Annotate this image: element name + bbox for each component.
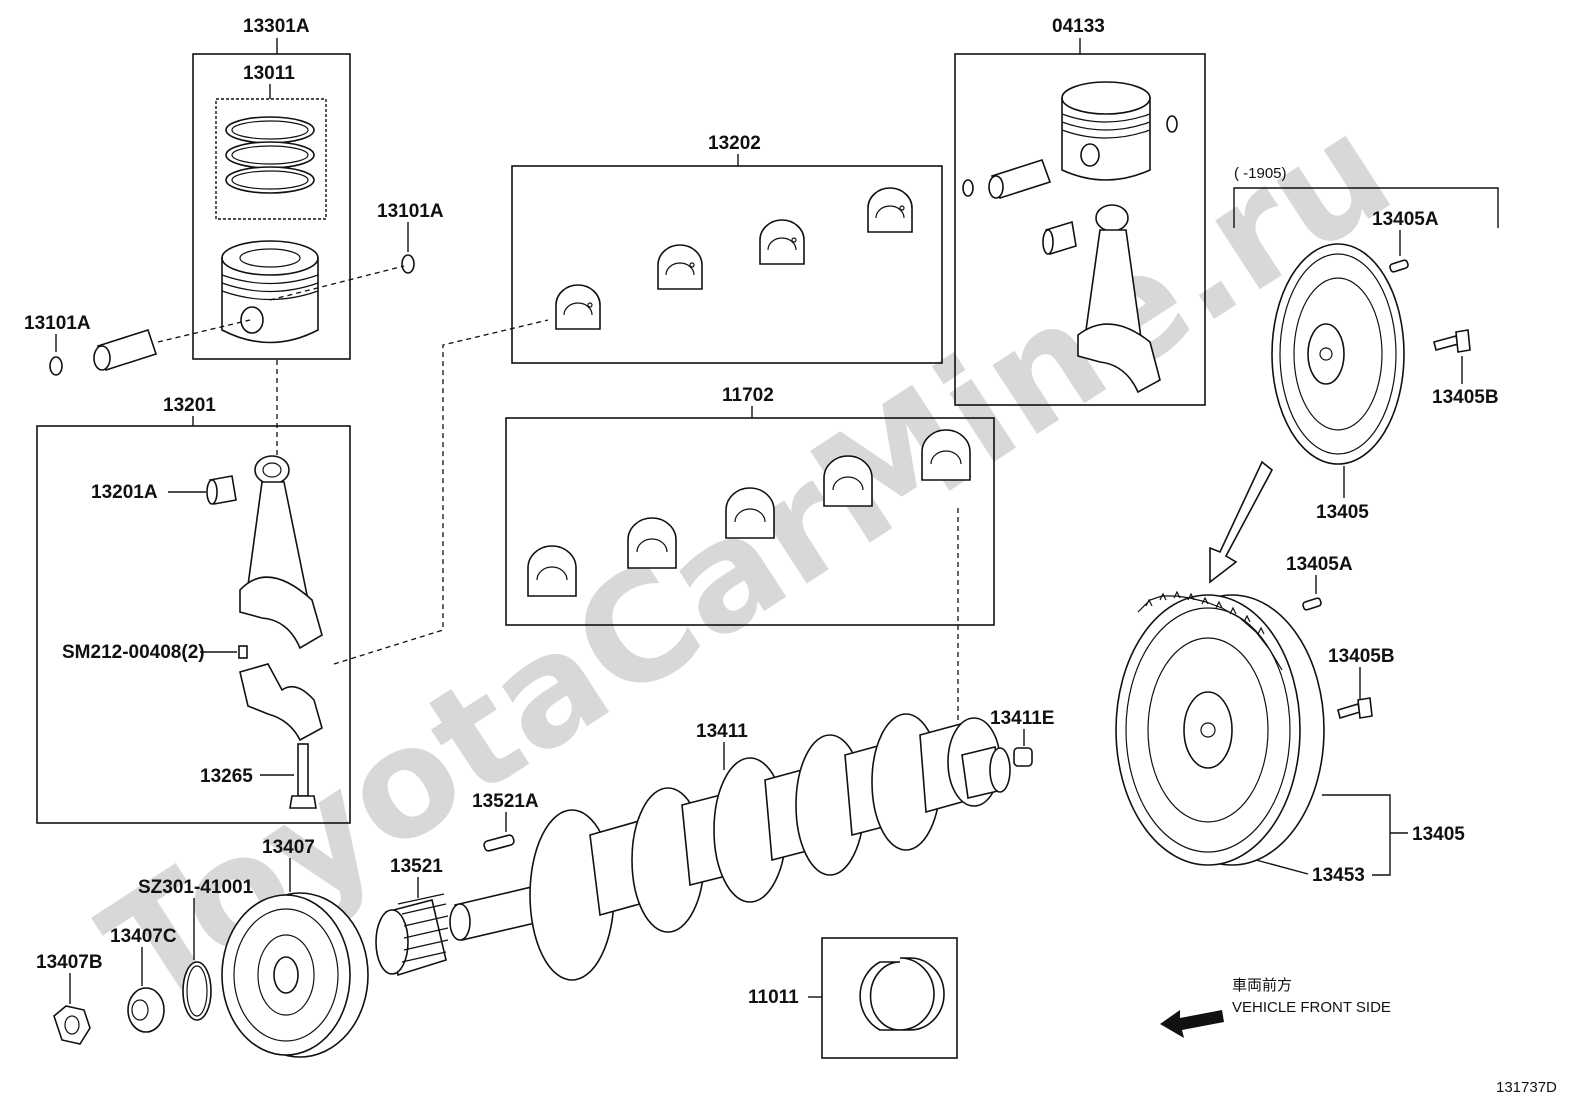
crank-gear-13521[interactable]: 13521 [375, 856, 449, 977]
label-13405A-bottom: 13405A [1286, 554, 1353, 575]
label-13405-top: 13405 [1316, 502, 1369, 523]
con-rod [239, 455, 323, 650]
label-13265: 13265 [200, 766, 253, 787]
label-13011: 13011 [243, 63, 295, 84]
figure-code: 131737D [1496, 1079, 1557, 1096]
label-13101A-left: 13101A [24, 313, 91, 334]
label-SM212-00408: SM212-00408(2) [62, 642, 205, 663]
label-SZ301-41001: SZ301-41001 [138, 877, 254, 898]
label-11702: 11702 [722, 385, 774, 406]
label-13201A: 13201A [91, 482, 158, 503]
bearing-shells-13202 [555, 187, 913, 330]
washer-13407C[interactable]: 13407C [110, 926, 177, 1033]
box-04133 [954, 53, 1206, 406]
label-13453: 13453 [1312, 865, 1365, 886]
arrow-left-icon [1160, 1010, 1224, 1038]
pilot-bushing-13411E[interactable]: 13411E [990, 708, 1054, 767]
label-13202: 13202 [708, 133, 761, 154]
box-13301A [192, 53, 351, 360]
flywheel-upper-group[interactable]: ( -1905) 13405A 13405B 13405 [1233, 165, 1499, 523]
label-13411: 13411 [696, 721, 748, 742]
kit-piston [1061, 81, 1151, 181]
crankshaft-13411[interactable]: 13411 [449, 713, 1011, 981]
direction-label-jp: 車両前方 [1232, 977, 1292, 994]
dowel-SM212 [238, 645, 248, 659]
flywheel-lower-group[interactable]: 13405A 13405B 13405 13453 [1115, 554, 1465, 886]
bushing-13201A [206, 475, 237, 505]
label-13405B-bottom: 13405B [1328, 646, 1395, 667]
bearing-shells-11702 [527, 429, 971, 597]
label-13521A: 13521A [472, 791, 539, 812]
label-13405-bottom: 13405 [1412, 824, 1465, 845]
box-11702 [505, 417, 995, 626]
label-13405B-top: 13405B [1432, 387, 1499, 408]
piston-kit-13301A[interactable]: 13301A 13011 [192, 16, 351, 360]
label-13407B: 13407B [36, 952, 103, 973]
label-13407: 13407 [262, 837, 315, 858]
kit-con-rod [1077, 204, 1161, 394]
drive-plate-13405 [1271, 243, 1405, 465]
bolt-13405B-top [1433, 329, 1471, 353]
rod-cap [239, 663, 323, 742]
key-13521A[interactable]: 13521A [472, 791, 539, 852]
nut-13407B[interactable]: 13407B [36, 952, 103, 1045]
dowel-13405A-top [1389, 259, 1409, 273]
label-13201: 13201 [163, 395, 216, 416]
kit-04133[interactable]: 04133 [954, 16, 1206, 406]
label-13405A-top: 13405A [1372, 209, 1439, 230]
kit-bushing [1042, 220, 1077, 256]
pulley-13407[interactable]: 13407 [221, 837, 369, 1058]
bolt-13405B-bottom [1337, 697, 1373, 720]
piston-pin [93, 328, 158, 372]
label-11011: 11011 [748, 987, 799, 1008]
snap-ring-13101A-right[interactable]: 13101A [377, 201, 444, 274]
crankshaft-body [449, 713, 1011, 981]
main-bearing-set-11702[interactable]: 11702 [505, 385, 995, 626]
rod-bearing-set-13202[interactable]: 13202 [511, 133, 943, 364]
box-13011 [215, 98, 327, 220]
connecting-rod-13201[interactable]: 13201 13201A SM212-00408(2) 13265 [36, 395, 351, 824]
direction-label-en: VEHICLE FRONT SIDE [1232, 999, 1391, 1016]
rod-bolt-13265 [289, 743, 317, 809]
vehicle-front-indicator: 車両前方 VEHICLE FRONT SIDE [1160, 977, 1391, 1038]
kit-clip-left [962, 179, 974, 197]
piston [221, 240, 319, 344]
label-13101A-right: 13101A [377, 201, 444, 222]
kit-pin [988, 159, 1052, 199]
box-11011 [821, 937, 958, 1059]
piston-rings-13011 [225, 116, 315, 194]
dowel-13405A-bottom [1302, 597, 1322, 611]
label-13411E: 13411E [990, 708, 1054, 729]
label-04133: 04133 [1052, 16, 1105, 37]
snap-ring-13101A-left[interactable]: 13101A [24, 313, 91, 376]
label-13301A: 13301A [243, 16, 310, 37]
thrust-washer-set-11011[interactable]: 11011 [748, 937, 958, 1059]
label-13521: 13521 [390, 856, 443, 877]
box-13201 [36, 425, 351, 824]
transition-arrow [1209, 460, 1274, 584]
box-13202 [511, 165, 943, 364]
label-13407C: 13407C [110, 926, 177, 947]
kit-clip-right [1166, 115, 1178, 133]
date-range-note: ( -1905) [1234, 165, 1287, 182]
o-ring-SZ301-41001[interactable]: SZ301-41001 [138, 877, 254, 1021]
flywheel-13405 [1115, 590, 1325, 866]
